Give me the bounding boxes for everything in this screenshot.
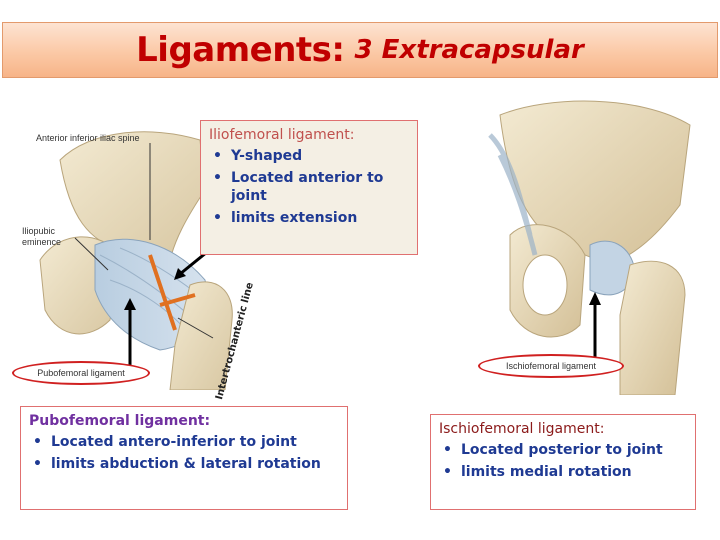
pubofemoral-heading: Pubofemoral ligament: [29,413,211,429]
list-item: limits extension [209,209,409,227]
page-title: Ligaments: [136,30,345,70]
pubofemoral-callout: Pubofemoral ligament: Located antero-inf… [20,406,348,510]
list-item: limits abduction & lateral rotation [29,455,339,473]
ischiofemoral-callout: Ischiofemoral ligament: Located posterio… [430,414,696,510]
ischiofemoral-oval-text: Ischiofemoral ligament [505,361,597,371]
list-item: Y-shaped [209,147,409,165]
iliofemoral-callout: Iliofemoral ligament: Y-shaped Located a… [200,120,418,255]
ischiofemoral-list: Located posterior to joint limits medial… [439,441,687,481]
ischiofemoral-oval-label: Ischiofemoral ligament [478,354,624,378]
label-iliopubic-line2: eminence [22,237,62,247]
list-item: Located antero-inferior to joint [29,433,339,451]
iliofemoral-list: Y-shaped Located anterior to joint limit… [209,147,409,227]
list-item: limits medial rotation [439,463,687,481]
left-anatomy-figure [0,120,260,390]
pubofemoral-oval-label: Pubofemoral ligament [12,361,150,385]
title-bar: Ligaments: 3 Extracapsular [2,22,718,78]
pubofemoral-oval-text: Pubofemoral ligament [37,368,125,378]
page-subtitle: 3 Extracapsular [354,35,584,65]
iliofemoral-heading: Iliofemoral ligament: [209,127,355,143]
pubofemoral-list: Located antero-inferior to joint limits … [29,433,339,473]
ischiofemoral-heading: Ischiofemoral ligament: [439,421,605,437]
right-hip-illustration [488,100,691,395]
list-item: Located posterior to joint [439,441,687,459]
list-item: Located anterior to joint [209,169,409,205]
label-aiis: Anterior inferior iliac spine [36,133,140,143]
right-anatomy-figure [470,95,720,395]
label-iliopubic-line1: Iliopubic [22,226,56,236]
left-hip-illustration [39,131,233,390]
